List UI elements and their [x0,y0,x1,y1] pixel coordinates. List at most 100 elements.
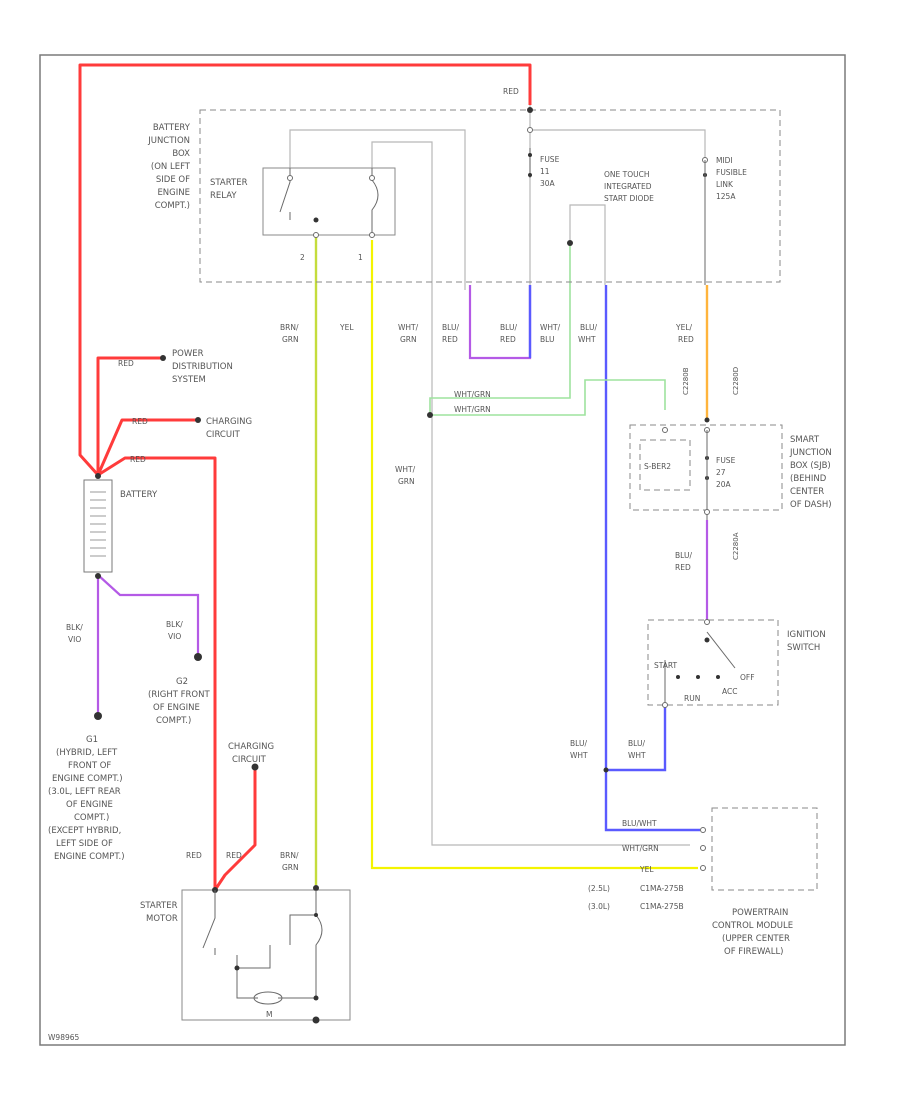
battery-junction-box: BATTERY JUNCTION BOX (ON LEFT SIDE OF EN… [147,107,781,285]
bjb-label-2: BOX [172,149,190,159]
wl-blu-wht-3-0: BLU/ [628,739,645,748]
wire-diode [569,204,606,285]
ign-pin-top [704,619,710,625]
ign-pos-label-acc: ACC [722,687,737,696]
g2-label-0: G2 [176,677,188,687]
ignition-switch-label-0: IGNITION [787,630,826,640]
wl-blu-red-1-0: BLU/ [442,323,459,332]
wl-blu-wht-3-1: WHT [628,751,646,760]
wl-wht-grn-pcm: WHT/GRN [622,844,659,853]
g1-label-2: FRONT OF [68,761,111,771]
sjb-label-1: JUNCTION [789,448,832,458]
wl-yel-pcm: YEL [639,865,654,874]
g2-ground-icon [194,653,202,661]
relay-pin-c [313,217,319,223]
g2-label-2: OF ENGINE [153,703,200,713]
sber2-pin-top [662,427,668,433]
wl-blk-vio-2-1: VIO [168,632,181,641]
powertrain-control-module: BLU/WHT WHT/GRN YEL BLU/ WHT BLU/ WHT (2… [570,739,818,957]
diode-node [567,240,573,246]
ign-pos-acc [716,675,720,679]
relay-pin-d [313,232,319,238]
connector-code-1: C2280D [732,367,740,395]
battery-body [83,479,113,573]
pds-label-1: DISTRIBUTION [172,362,233,372]
fuse27-node-top [704,417,710,423]
wl-red-motor-left: RED [186,851,202,860]
pds-label-0: POWER [172,349,204,359]
g1-ground-icon [94,712,102,720]
starter-motor-box [181,889,351,1021]
pds-node [160,355,166,361]
left-components: RED POWER DISTRIBUTION SYSTEM RED CHARGI… [48,349,252,862]
battery-label: BATTERY [120,490,158,500]
ign-pos-label-off: OFF [740,673,755,682]
sjb-label-4: CENTER [790,487,824,497]
pcm-conn-1-code: C1MA-275B [640,884,684,893]
wire-yel [370,240,698,870]
relay-pin-b [369,175,375,181]
bjb-label-0: BATTERY [153,123,191,133]
ign-pin-bottom [662,702,668,708]
battery-pos [95,473,101,479]
wl-yel-red-0: YEL/ [675,323,692,332]
pcm-conn-1-engine: (2.5L) [588,884,610,893]
wl-red-motor-right: RED [226,851,242,860]
wire-blk-vio-g2 [97,574,200,655]
relay-pin-1: 1 [358,253,363,262]
pcm-conn-2-engine: (3.0L) [588,902,610,911]
g1-label-0: G1 [86,735,98,745]
pcm-pin-2 [700,845,706,851]
motor-armature [253,991,283,1005]
wire-red-charging [96,418,198,476]
wl-wht-grn-0: WHT/ [398,323,419,332]
wire-blu-wht-main [604,285,700,832]
g2-label-1: (RIGHT FRONT [148,690,210,700]
wl-blu-wht-0: BLU/ [580,323,597,332]
g2-label-3: COMPT.) [156,716,191,726]
pds-label-2: SYSTEM [172,375,206,385]
wire-box-top [289,129,466,290]
wl-yel-red-1: RED [678,335,694,344]
ign-pivot [704,637,710,643]
pcm-outline [711,807,818,891]
motor-ground [312,1016,320,1024]
bjb-label-6: COMPT.) [155,201,190,211]
wl-wht-grn-b: WHT/GRN [454,405,491,414]
g1-label-7: (EXCEPT HYBRID, [48,826,121,836]
ignition-switch: IGNITION SWITCH START OFF ACC RUN [647,619,826,708]
midi-label-1: FUSIBLE [716,168,747,177]
wl-brn-grn-bottom-1: GRN [282,863,299,872]
junction-blu-wht [603,767,609,773]
motor-internal [236,945,316,999]
wl-red-charging: RED [132,417,148,426]
wl-blk-vio-2-0: BLK/ [166,620,183,629]
motor-solenoid-switch [202,890,216,955]
wl-wht-grn-2-0: WHT/ [395,465,416,474]
wire-labels-top: RED BRN/ GRN YEL WHT/ GRN BLU/ RED BLU/ … [280,87,694,486]
footer-code: W98965 [48,1033,80,1042]
bjb-label-3: (ON LEFT [151,162,191,172]
wl-wht-grn-2-1: GRN [398,477,415,486]
midi-label-2: LINK [716,180,734,189]
one-touch-label-2: START DIODE [604,194,654,203]
motor-node-b [313,995,319,1001]
fuse11-label-0: FUSE [540,155,560,164]
motor-solenoid-coils [289,890,323,998]
g1-label-3: ENGINE COMPT.) [52,774,123,784]
sjb-label-5: OF DASH) [790,500,832,510]
ignition-switch-label-1: SWITCH [787,643,820,653]
smart-junction-box: SMART JUNCTION BOX (SJB) (BEHIND CENTER … [629,367,832,572]
ign-pos-run [696,675,700,679]
charging-label-1: CIRCUIT [206,430,241,440]
wire-blu-red-loop [468,285,532,360]
motor-node-a [234,965,240,971]
relay-switch [279,168,291,220]
fuse27-label-1: 27 [716,468,726,477]
midi-label-3: 125A [716,192,736,201]
wl-wht-grn-a: WHT/GRN [454,390,491,399]
pcm-label-1: CONTROL MODULE [712,921,793,931]
wire-wht-grn-b [430,379,666,416]
wl-wht-grn-1: GRN [400,335,417,344]
wl-wht-blu-0: WHT/ [540,323,561,332]
